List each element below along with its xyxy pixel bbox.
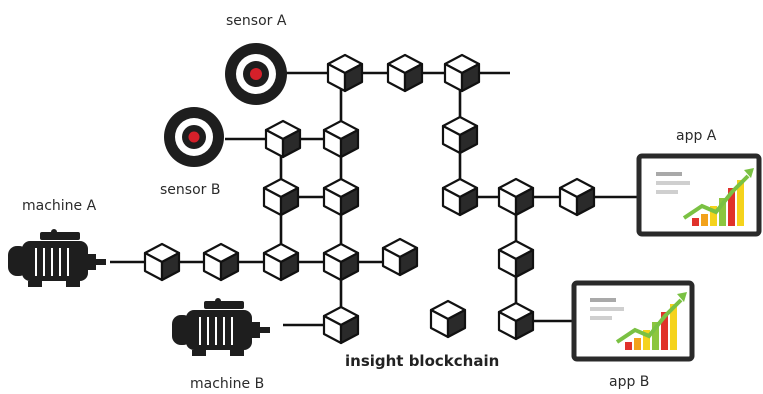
insight-blockchain-label: insight blockchain — [345, 352, 499, 370]
blocks — [143, 53, 596, 345]
block — [497, 239, 535, 279]
app-a-label: app A — [676, 128, 717, 144]
block — [386, 53, 424, 93]
block — [497, 301, 535, 341]
block — [262, 177, 300, 217]
block — [262, 242, 300, 282]
machine-b-icon — [172, 298, 270, 356]
sensor-dot — [188, 131, 200, 143]
block — [381, 237, 419, 277]
sensor-a-label: sensor A — [226, 13, 287, 29]
block — [143, 242, 181, 282]
block — [429, 299, 467, 339]
sensor-dot — [250, 68, 262, 80]
sensor-a-icon — [225, 43, 287, 105]
machine-b-label: machine B — [190, 376, 264, 392]
block — [322, 119, 360, 159]
app-b-label: app B — [609, 374, 649, 390]
block — [443, 53, 481, 93]
block — [326, 53, 364, 93]
block — [264, 119, 302, 159]
block — [497, 177, 535, 217]
block — [322, 177, 360, 217]
block — [322, 305, 360, 345]
sensor-b-icon — [164, 107, 224, 167]
block — [202, 242, 240, 282]
block — [441, 177, 479, 217]
app-b-screen-icon — [571, 280, 695, 362]
sensor-b-label: sensor B — [160, 182, 220, 198]
machine-a-icon — [8, 229, 106, 287]
machine-a-label: machine A — [22, 198, 97, 214]
block — [558, 177, 596, 217]
app-a-screen-icon — [636, 153, 762, 237]
block — [441, 115, 479, 155]
block — [322, 242, 360, 282]
